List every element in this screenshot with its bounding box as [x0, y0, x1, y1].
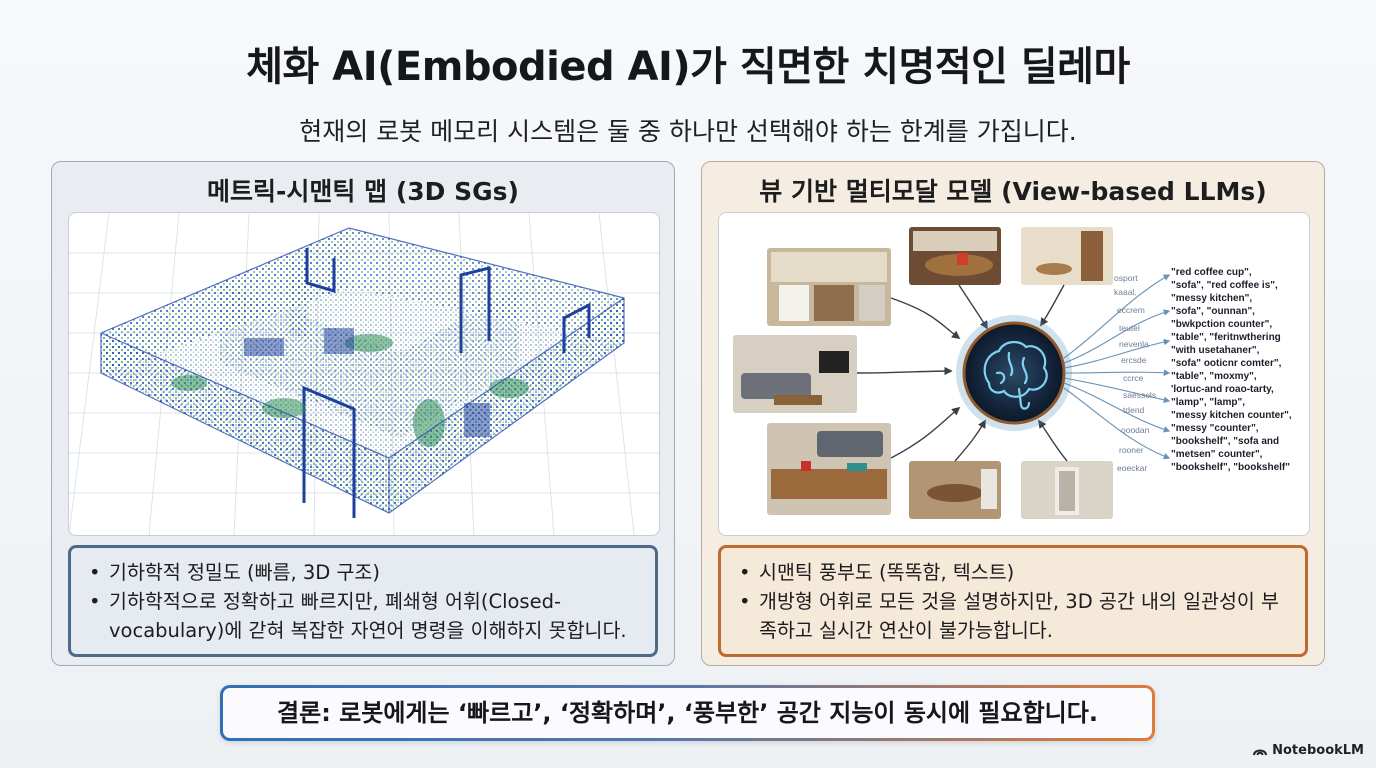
caption-word: "bookshelf", "sofa and: [1171, 436, 1279, 447]
caption-word-list: "red coffee cup", "sofa", "red coffee is…: [1171, 267, 1292, 473]
caption-word: "table", "moxmy",: [1171, 371, 1257, 382]
caption-word: "sofa", "ounnan",: [1171, 306, 1255, 317]
svg-text:ercsde: ercsde: [1121, 355, 1147, 365]
point-cloud-illustration: [68, 212, 660, 536]
svg-text:rooner: rooner: [1119, 445, 1144, 455]
right-bullet-2: 개방형 어휘로 모든 것을 설명하지만, 3D 공간 내의 일관성이 부족하고 …: [759, 590, 1279, 642]
svg-text:eoeckar: eoeckar: [1117, 463, 1147, 473]
page-title: 체화 AI(Embodied AI)가 직면한 치명적인 딜레마: [246, 44, 1130, 90]
view-based-diagram: osport kaaal. eccrem teutel nevenla ercs…: [733, 227, 1292, 519]
left-bullet-1: 기하학적 정밀도 (빠름, 3D 구조): [109, 561, 380, 584]
floorplan-pointcloud-icon: [69, 213, 659, 535]
list-item: • 개방형 어휘로 모든 것을 설명하지만, 3D 공간 내의 일관성이 부족하…: [739, 587, 1289, 645]
left-bullet-2: 기하학적으로 정확하고 빠르지만, 폐쇄형 어휘(Closed-vocabula…: [109, 590, 627, 642]
photo-sofa-table: [767, 423, 891, 515]
caption-word: "with usetahaner",: [1171, 345, 1260, 356]
photo-living-room: [733, 335, 857, 413]
bullet-dot-icon: •: [89, 561, 101, 584]
caption-word: 'lortuc-and roao-tarty,: [1171, 384, 1274, 395]
svg-text:saessels: saessels: [1123, 390, 1156, 400]
caption-word: "table", "feritnwthering: [1171, 332, 1281, 343]
bullet-dot-icon: •: [739, 561, 751, 584]
page-subtitle: 현재의 로봇 메모리 시스템은 둘 중 하나만 선택해야 하는 한계를 가집니다…: [299, 117, 1077, 146]
photo-coffee-table: [909, 227, 1001, 285]
brand-name: NotebookLM: [1272, 743, 1364, 758]
caption-word: "sofa", "red coffee is",: [1171, 280, 1278, 291]
caption-word: "red coffee cup",: [1171, 267, 1252, 278]
multimodal-illustration: osport kaaal. eccrem teutel nevenla ercs…: [718, 212, 1310, 536]
caption-word: "messy kitchen",: [1171, 293, 1252, 304]
photo-kitchen: [767, 248, 891, 326]
caption-word: "bwkpction counter",: [1171, 319, 1272, 330]
view-based-llm-panel: 뷰 기반 멀티모달 모델 (View-based LLMs): [701, 161, 1325, 666]
caption-word: "bookshelf", "bookshelf": [1171, 462, 1290, 473]
bullet-dot-icon: •: [89, 590, 101, 613]
caption-word: "messy "counter",: [1171, 423, 1259, 434]
right-bullet-box: • 시맨틱 풍부도 (똑똑함, 텍스트) • 개방형 어휘로 모든 것을 설명하…: [718, 545, 1308, 657]
photo-hallway: [1021, 461, 1113, 519]
caption-word: "metsen" counter",: [1171, 449, 1263, 460]
brain-icon: [962, 321, 1066, 425]
right-panel-title: 뷰 기반 멀티모달 모델 (View-based LLMs): [759, 177, 1267, 206]
left-panel-title: 메트릭-시맨틱 맵 (3D SGs): [207, 177, 519, 206]
svg-text:osport: osport: [1114, 273, 1138, 283]
svg-text:eccrem: eccrem: [1117, 305, 1145, 315]
photo-dining: [909, 461, 1001, 519]
svg-text:teutel: teutel: [1119, 323, 1140, 333]
caption-word: "lamp", "lamp",: [1171, 397, 1245, 408]
list-item: • 시맨틱 풍부도 (똑똑함, 텍스트): [739, 558, 1289, 587]
conclusion-banner: 결론: 로봇에게는 ‘빠르고’, ‘정확하며’, ‘풍부한’ 공간 지능이 동시…: [220, 685, 1155, 741]
left-bullet-box: • 기하학적 정밀도 (빠름, 3D 구조) • 기하학적으로 정확하고 빠르지…: [68, 545, 658, 657]
svg-text:ooodan: ooodan: [1121, 425, 1150, 435]
right-bullet-1: 시맨틱 풍부도 (똑똑함, 텍스트): [759, 561, 1015, 584]
svg-text:tdend: tdend: [1123, 405, 1145, 415]
svg-text:nevenla: nevenla: [1119, 339, 1149, 349]
list-item: • 기하학적으로 정확하고 빠르지만, 폐쇄형 어휘(Closed-vocabu…: [89, 587, 639, 645]
metric-semantic-panel: 메트릭-시맨틱 맵 (3D SGs): [51, 161, 675, 666]
brand-watermark: NotebookLM: [1253, 743, 1364, 758]
bullet-dot-icon: •: [739, 590, 751, 613]
svg-text:ccrce: ccrce: [1123, 373, 1144, 383]
caption-word: "sofa" ooticnr comter",: [1171, 358, 1282, 369]
list-item: • 기하학적 정밀도 (빠름, 3D 구조): [89, 558, 639, 587]
notebooklm-logo-icon: [1253, 749, 1268, 755]
svg-text:kaaal.: kaaal.: [1114, 287, 1137, 297]
caption-word: "messy kitchen counter",: [1171, 410, 1292, 421]
photo-bookshelf: [1021, 227, 1113, 285]
